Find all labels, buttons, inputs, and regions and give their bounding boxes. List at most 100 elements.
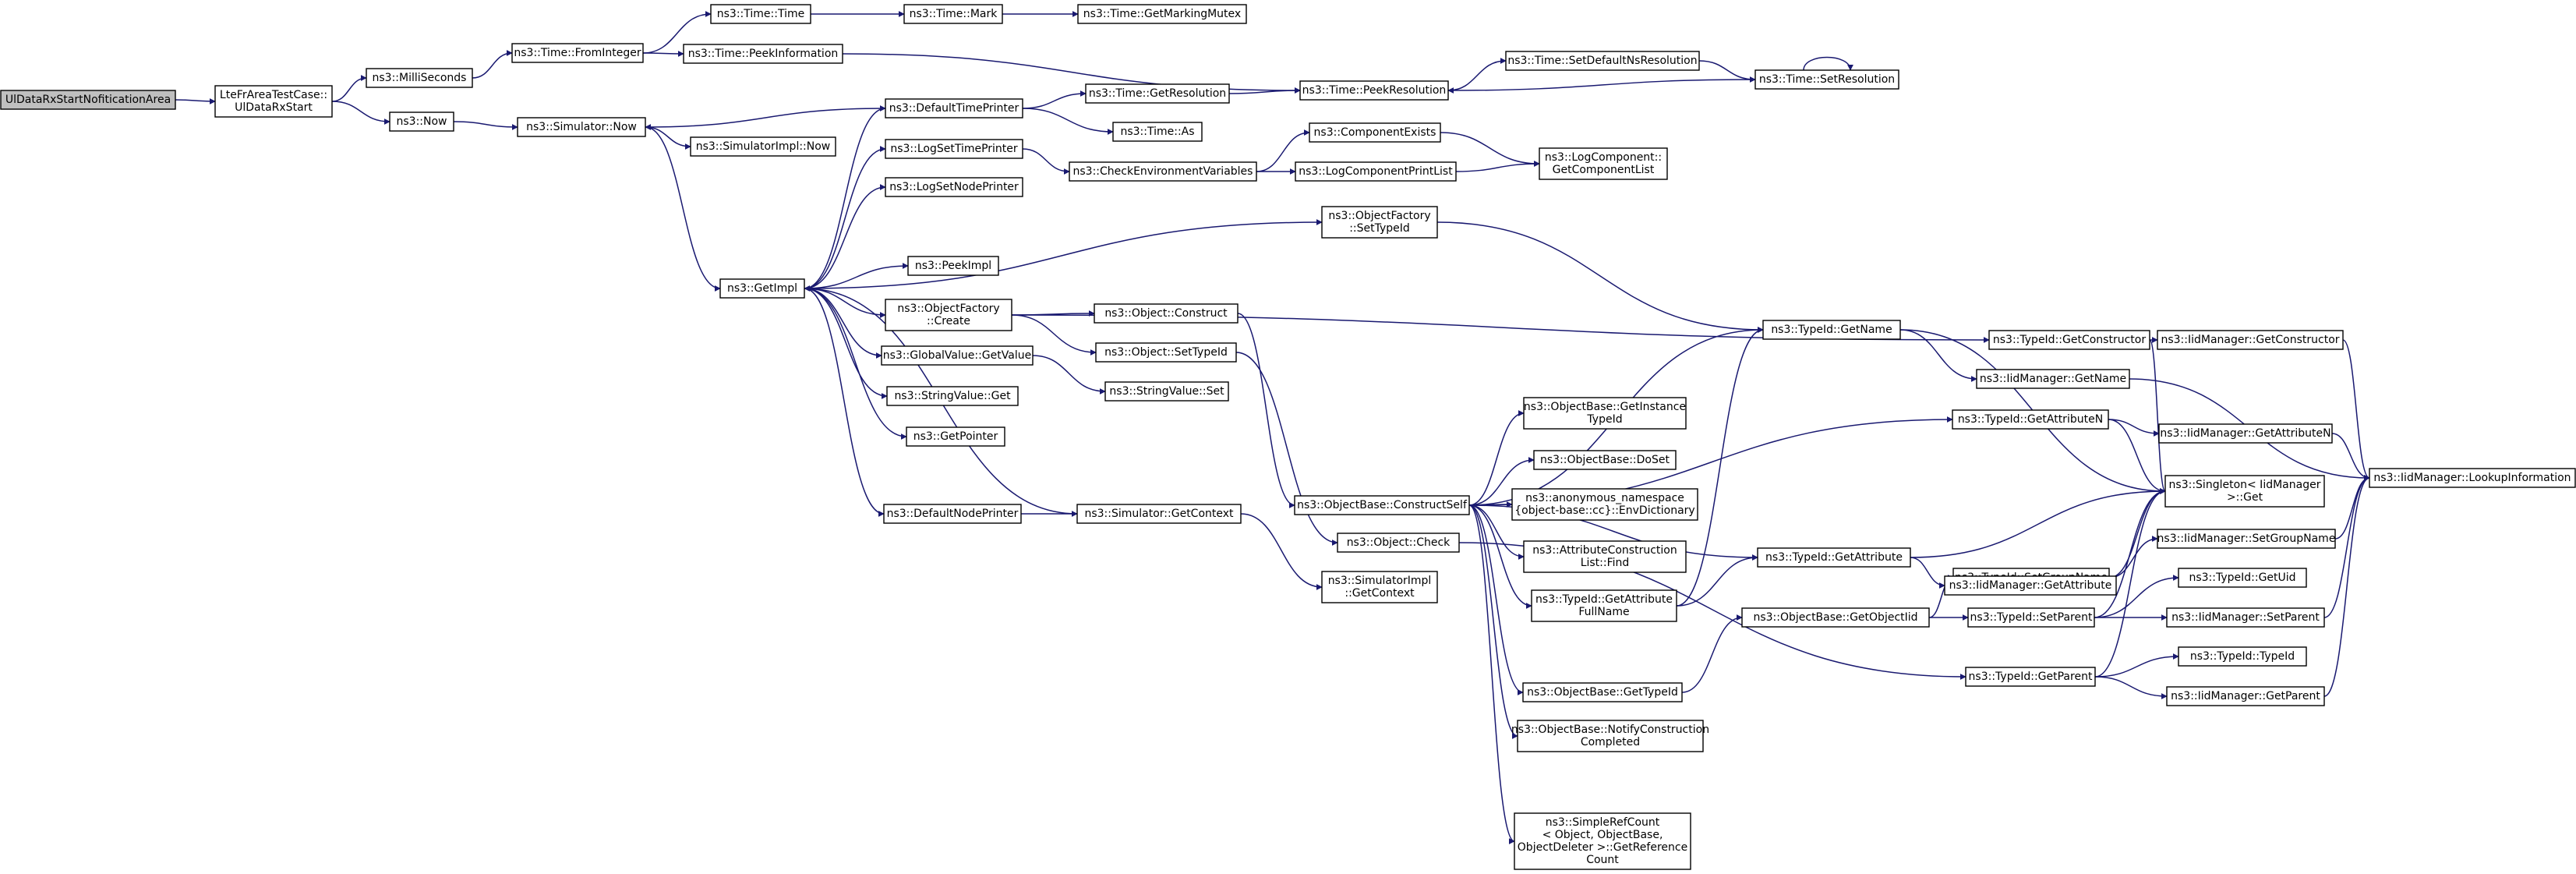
node-env-dictionary[interactable]: ns3::anonymous_namespace{object-base::cc…	[1511, 488, 1698, 521]
node-simulator-get-context[interactable]: ns3::Simulator::GetContext	[1076, 504, 1242, 524]
node-get-object-iid[interactable]: ns3::ObjectBase::GetObjectIid	[1741, 607, 1930, 628]
node-default-node-printer[interactable]: ns3::DefaultNodePrinter	[883, 504, 1022, 524]
edge-object-base-get-type-id-to-get-object-iid	[1681, 614, 1743, 693]
node-get-pointer[interactable]: ns3::GetPointer	[906, 426, 1005, 447]
node-singleton-get[interactable]: ns3::Singleton< IidManager>::Get	[2164, 475, 2325, 508]
edge-type-id-get-attribute-n-to-iid-manager-get-attribute-n	[2108, 419, 2160, 437]
node-object-set-type-id[interactable]: ns3::Object::SetTypeId	[1095, 342, 1237, 363]
node-time-mark[interactable]: ns3::Time::Mark	[903, 4, 1003, 24]
node-iid-manager-get-name[interactable]: ns3::IidManager::GetName	[1976, 369, 2130, 389]
node-now[interactable]: ns3::Now	[389, 111, 454, 132]
node-label: {object-base::cc}::EnvDictionary	[1514, 504, 1694, 517]
node-check-environment-variables[interactable]: ns3::CheckEnvironmentVariables	[1069, 161, 1257, 182]
edge-iid-manager-get-parent-to-lookup-information	[2323, 475, 2370, 697]
node-log-component-get-component-list[interactable]: ns3::LogComponent::GetComponentList	[1539, 147, 1668, 180]
node-simulator-impl-now[interactable]: ns3::SimulatorImpl::Now	[690, 136, 836, 157]
node-label: ns3::LogComponent::	[1545, 151, 1662, 164]
node-label: ns3::ObjectBase::GetTypeId	[1527, 686, 1678, 699]
node-time-time[interactable]: ns3::Time::Time	[710, 4, 811, 24]
node-label: ns3::SimulatorImpl::Now	[696, 140, 831, 153]
edge-lte-start-to-milliseconds	[331, 75, 367, 102]
node-notify-construction-completed[interactable]: ns3::ObjectBase::NotifyConstructionCompl…	[1511, 720, 1709, 752]
node-string-value-set[interactable]: ns3::StringValue::Set	[1104, 381, 1229, 402]
node-type-id-type-id[interactable]: ns3::TypeId::TypeId	[2178, 646, 2307, 667]
node-box	[1085, 83, 1230, 104]
node-type-id-get-attribute[interactable]: ns3::TypeId::GetAttribute	[1757, 547, 1911, 568]
edge-construct-self-to-type-id-get-attribute-full-name	[1468, 504, 1532, 609]
node-construct-self[interactable]: ns3::ObjectBase::ConstructSelf	[1294, 495, 1470, 515]
node-box	[1533, 450, 1677, 470]
node-iid-manager-set-parent[interactable]: ns3::IidManager::SetParent	[2166, 607, 2325, 628]
node-type-id-get-constructor[interactable]: ns3::TypeId::GetConstructor	[1988, 330, 2150, 350]
node-object-base-get-type-id[interactable]: ns3::ObjectBase::GetTypeId	[1522, 682, 1683, 702]
node-label: ns3::DefaultTimePrinter	[889, 102, 1019, 115]
node-iid-manager-set-group-name[interactable]: ns3::IidManager::SetGroupName	[2157, 529, 2336, 549]
node-peek-impl[interactable]: ns3::PeekImpl	[907, 256, 999, 276]
node-box	[1505, 51, 1700, 71]
node-global-value-get-value[interactable]: ns3::GlobalValue::GetValue	[881, 345, 1034, 366]
node-box	[511, 43, 644, 63]
node-string-value-get[interactable]: ns3::StringValue::Get	[886, 386, 1019, 406]
node-box	[366, 68, 473, 88]
node-simulator-now[interactable]: ns3::Simulator::Now	[517, 117, 646, 137]
node-type-id-get-uid[interactable]: ns3::TypeId::GetUid	[2178, 568, 2307, 588]
node-log-set-node-printer[interactable]: ns3::LogSetNodePrinter	[885, 177, 1023, 197]
edge-object-factory-create-to-object-set-type-id	[1011, 314, 1097, 356]
node-type-id-get-parent[interactable]: ns3::TypeId::GetParent	[1965, 667, 2096, 687]
node-label: ns3::AttributeConstruction	[1532, 544, 1677, 557]
node-object-check[interactable]: ns3::Object::Check	[1337, 533, 1460, 553]
node-iid-manager-get-constructor[interactable]: ns3::IidManager::GetConstructor	[2157, 330, 2344, 350]
node-log-set-time-printer[interactable]: ns3::LogSetTimePrinter	[885, 139, 1023, 159]
node-box	[1762, 320, 1901, 340]
node-lte-start[interactable]: LteFrAreaTestCase::UlDataRxStart	[214, 85, 333, 118]
node-box	[389, 111, 454, 132]
node-box	[885, 177, 1023, 197]
node-type-id-set-parent[interactable]: ns3::TypeId::SetParent	[1967, 607, 2095, 628]
node-simple-ref-count[interactable]: ns3::SimpleRefCount< Object, ObjectBase,…	[1514, 812, 1691, 870]
node-iid-manager-get-parent[interactable]: ns3::IidManager::GetParent	[2166, 686, 2325, 706]
node-label: UlDataRxStartNofiticationArea	[5, 94, 171, 106]
node-iid-manager-get-attribute-n[interactable]: ns3::IidManager::GetAttributeN	[2158, 423, 2333, 444]
node-set-default-ns-resolution[interactable]: ns3::Time::SetDefaultNsResolution	[1505, 51, 1700, 71]
edge-get-impl-to-default-node-printer	[804, 288, 885, 517]
node-label: ns3::Time::GetMarkingMutex	[1083, 8, 1241, 20]
node-get-marking-mutex[interactable]: ns3::Time::GetMarkingMutex	[1077, 4, 1247, 24]
node-label: ns3::TypeId::GetAttribute	[1765, 551, 1903, 564]
node-object-factory-create[interactable]: ns3::ObjectFactory::Create	[885, 299, 1012, 331]
node-peek-resolution[interactable]: ns3::Time::PeekResolution	[1299, 80, 1449, 101]
node-label: ns3::Now	[397, 115, 447, 128]
node-time-as[interactable]: ns3::Time::As	[1112, 122, 1203, 142]
node-object-factory-set-type-id[interactable]: ns3::ObjectFactory::SetTypeId	[1321, 206, 1438, 239]
node-type-id-get-name[interactable]: ns3::TypeId::GetName	[1762, 320, 1901, 340]
node-lookup-information[interactable]: ns3::IidManager::LookupInformation	[2369, 468, 2576, 488]
node-set-resolution[interactable]: ns3::Time::SetResolution	[1754, 69, 1899, 90]
node-default-time-printer[interactable]: ns3::DefaultTimePrinter	[885, 98, 1023, 119]
node-get-impl[interactable]: ns3::GetImpl	[719, 278, 805, 299]
node-log-component-print-list[interactable]: ns3::LogComponentPrintList	[1295, 161, 1457, 182]
edge-log-set-time-printer-to-check-environment-variables	[1022, 148, 1070, 175]
node-box	[1757, 547, 1911, 568]
node-box	[2157, 529, 2336, 549]
node-box	[1514, 812, 1691, 870]
edge-construct-self-to-notify-construction-completed	[1468, 504, 1518, 739]
edge-type-id-get-parent-to-iid-manager-get-parent	[2094, 676, 2168, 699]
node-box	[886, 386, 1019, 406]
edge-default-time-printer-to-time-get-resolution	[1022, 90, 1087, 109]
node-type-id-get-attribute-n[interactable]: ns3::TypeId::GetAttributeN	[1952, 409, 2109, 430]
node-label: GetComponentList	[1553, 164, 1655, 176]
node-root[interactable]: UlDataRxStartNofiticationArea	[0, 90, 176, 110]
node-label: ns3::Simulator::Now	[526, 121, 637, 133]
node-iid-manager-get-attribute[interactable]: ns3::IidManager::GetAttribute	[1944, 575, 2117, 596]
node-do-set[interactable]: ns3::ObjectBase::DoSet	[1533, 450, 1677, 470]
node-time-get-resolution[interactable]: ns3::Time::GetResolution	[1085, 83, 1230, 104]
node-peek-information[interactable]: ns3::Time::PeekInformation	[683, 44, 843, 64]
node-from-integer[interactable]: ns3::Time::FromInteger	[511, 43, 644, 63]
node-milliseconds[interactable]: ns3::MilliSeconds	[366, 68, 473, 88]
node-object-construct[interactable]: ns3::Object::Construct	[1094, 303, 1239, 324]
node-simulator-impl-get-context[interactable]: ns3::SimulatorImpl::GetContext	[1321, 571, 1438, 603]
node-component-exists[interactable]: ns3::ComponentExists	[1309, 122, 1441, 143]
node-label: ::Create	[927, 315, 970, 327]
